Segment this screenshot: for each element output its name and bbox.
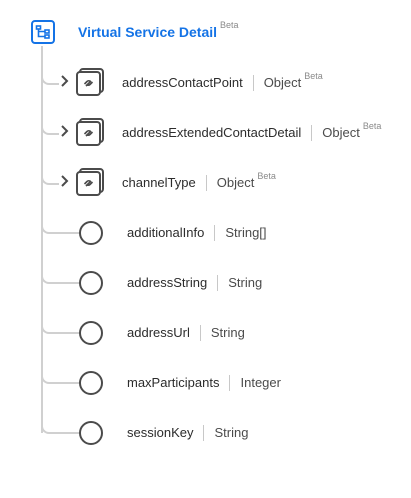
field-node-circle-icon: [79, 321, 103, 345]
field-label: additionalInfo String[]: [127, 224, 267, 242]
tree-connector: [41, 220, 81, 234]
field-type: Object: [263, 75, 302, 90]
separator: [199, 324, 201, 341]
tree-connector: [41, 420, 81, 434]
beta-badge: Beta: [304, 71, 323, 81]
field-name: addressString: [127, 275, 208, 290]
field-name: maxParticipants: [127, 375, 220, 390]
tree-connector: [41, 370, 81, 384]
chevron-right-icon[interactable]: [59, 123, 71, 139]
beta-badge: Beta: [362, 121, 382, 131]
field-label: addressUrl String: [127, 324, 245, 342]
field-row-maxParticipants[interactable]: maxParticipants Integer: [0, 365, 411, 401]
field-row-additionalInfo[interactable]: additionalInfo String[]: [0, 215, 411, 251]
beta-badge: Beta: [220, 20, 239, 30]
field-type: String: [228, 275, 263, 290]
field-type: String[]: [225, 225, 267, 240]
separator: [203, 424, 205, 441]
field-name: sessionKey: [127, 425, 194, 440]
link-object-icon: [76, 68, 104, 96]
tree-connector: [41, 270, 81, 284]
field-node-circle-icon: [79, 221, 103, 245]
tree-connector: [41, 320, 81, 334]
field-name: addressContactPoint: [122, 75, 243, 90]
separator: [205, 174, 207, 191]
schema-tree-icon: [31, 20, 55, 44]
tree-trunk-line: [41, 46, 43, 433]
link-object-icon: [76, 118, 104, 146]
separator: [214, 224, 216, 241]
separator: [311, 124, 313, 141]
field-type: String: [210, 325, 245, 340]
field-name: addressUrl: [127, 325, 190, 340]
field-name: addressExtendedContactDetail: [122, 125, 302, 140]
field-type: String: [214, 425, 249, 440]
chevron-right-icon[interactable]: [59, 73, 71, 89]
tree-connector: [41, 171, 59, 185]
chevron-right-icon[interactable]: [59, 173, 71, 189]
separator: [229, 374, 231, 391]
field-row-sessionKey[interactable]: sessionKey String: [0, 415, 411, 451]
field-label: addressString String: [127, 274, 263, 292]
field-node-circle-icon: [79, 421, 103, 445]
field-row-addressString[interactable]: addressString String: [0, 265, 411, 301]
schema-title-text: Virtual Service Detail: [78, 24, 218, 40]
field-name: additionalInfo: [127, 225, 205, 240]
tree-connector: [41, 121, 59, 135]
beta-badge: Beta: [257, 171, 276, 181]
field-label: maxParticipants Integer: [127, 374, 281, 392]
field-node-circle-icon: [79, 271, 103, 295]
field-node-circle-icon: [79, 371, 103, 395]
field-type: Object: [216, 175, 255, 190]
tree-connector: [41, 71, 59, 85]
separator: [217, 274, 219, 291]
field-name: channelType: [122, 175, 196, 190]
field-row-addressUrl[interactable]: addressUrl String: [0, 315, 411, 351]
field-label: sessionKey String: [127, 424, 249, 442]
field-type: Object: [322, 125, 360, 140]
separator: [252, 74, 254, 91]
link-object-icon: [76, 168, 104, 196]
field-type: Integer: [240, 375, 281, 390]
